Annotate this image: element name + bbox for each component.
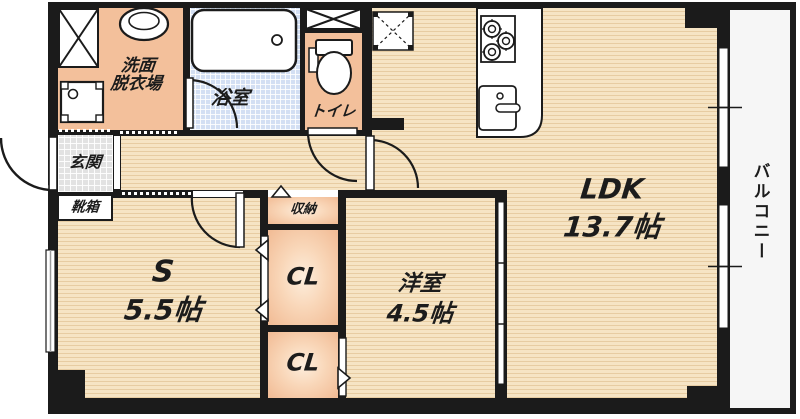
service-door-opening (193, 191, 243, 197)
room-ldk-upper (372, 8, 717, 190)
closet-upper-label: CL (285, 262, 321, 291)
balcony-label: バルコニー (749, 162, 770, 262)
room-ldk-lower (507, 190, 717, 398)
toilet-label: トイレ (309, 102, 357, 121)
wall-stub (362, 118, 404, 130)
western-room-label: 洋室 (396, 271, 444, 297)
washroom-label: 洗面脱衣場 (109, 56, 163, 94)
ldk-size: 13.7帖 (561, 210, 663, 244)
western-room-size: 4.5帖 (385, 299, 455, 328)
shoe-cabinet-label: 靴箱 (70, 199, 100, 216)
pillar-bottom-left (53, 370, 85, 400)
room-entrance (58, 135, 113, 192)
bathroom-label: 浴室 (209, 87, 251, 110)
wall-hatch (120, 131, 180, 134)
storage-door-opening (268, 190, 338, 197)
room-western (346, 198, 495, 398)
pillar-bottom-right (687, 386, 730, 400)
closet-lower-label: CL (285, 348, 321, 377)
entrance-step (113, 135, 121, 190)
shaft-box (58, 8, 99, 68)
closet-upper (268, 230, 338, 325)
balcony (730, 10, 790, 408)
wall-hatch (59, 129, 111, 132)
storage-label: 収納 (289, 202, 317, 218)
pillar-top-right (685, 2, 730, 28)
entrance-label: 玄関 (68, 152, 103, 172)
pipe-space-box (305, 8, 362, 30)
ldk-label: LDK (578, 172, 646, 206)
room-bathroom (190, 8, 300, 130)
wall-hatch (122, 192, 191, 195)
service-room-label: S (150, 254, 176, 290)
hallway-floor (121, 136, 372, 190)
shoe-cabinet-box (57, 194, 113, 221)
storage-closet (268, 197, 338, 224)
service-room-size: 5.5帖 (122, 293, 204, 327)
closet-lower (268, 332, 338, 398)
